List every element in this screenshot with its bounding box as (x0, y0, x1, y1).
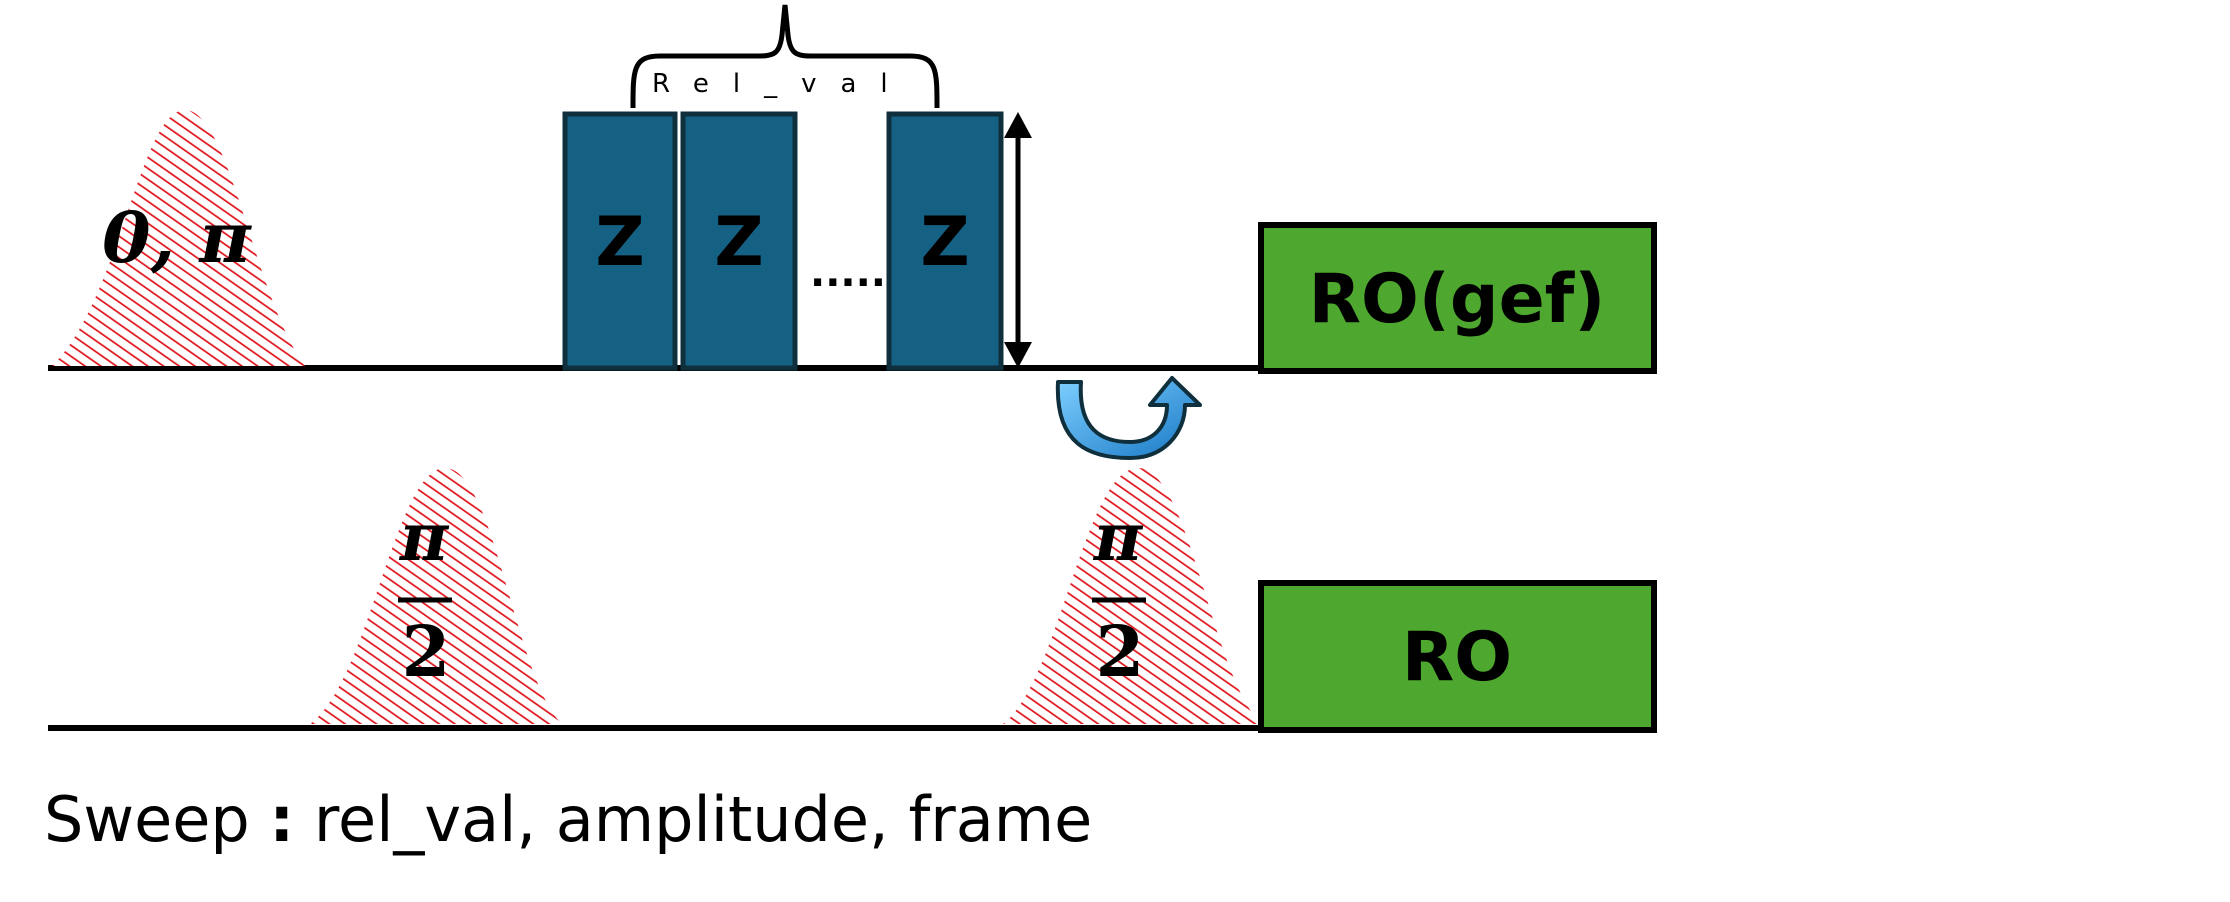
pulse1-numerator: π (398, 498, 450, 576)
pulse1-denominator: 2 (402, 610, 451, 693)
top-channel: 0, π Z Z ...... Z Rel_val RO(gef) (48, 4, 1657, 374)
bottom-channel: π 2 π 2 RO (48, 468, 1657, 733)
readout-label: RO (1402, 618, 1512, 697)
sweep-params: rel_val, amplitude, frame (294, 783, 1092, 856)
readout-box (1258, 580, 1657, 733)
sweep-prefix: Sweep (44, 783, 269, 856)
pi-pulse-shape (52, 110, 305, 366)
z-pulse-label-3: Z (920, 203, 969, 282)
readout-gef-label: RO(gef) (1309, 260, 1606, 339)
pi-half-pulse-shape-1 (310, 468, 562, 724)
z-pulse-box-1 (562, 111, 678, 371)
curved-arrow-icon (1055, 376, 1202, 460)
sweep-text: Sweep : rel_val, amplitude, frame (44, 783, 1092, 856)
ellipsis-dots: ...... (810, 250, 901, 296)
z-pulse-box-2 (680, 111, 798, 371)
rel-val-brace (630, 4, 940, 109)
readout-gef-box (1258, 222, 1657, 374)
z-pulse-box-3 (886, 111, 1004, 371)
amplitude-double-arrow (1004, 112, 1032, 368)
pulse2-denominator: 2 (1096, 610, 1145, 693)
pulse2-numerator: π (1092, 498, 1144, 576)
z-pulse-label-1: Z (595, 203, 644, 282)
pulse-label-0-pi: 0, π (102, 196, 252, 279)
sweep-colon: : (269, 783, 294, 856)
pi-half-pulse-shape-2 (1003, 468, 1262, 724)
z-pulse-label-2: Z (714, 203, 763, 282)
rel-val-label: Rel_val (652, 69, 912, 99)
